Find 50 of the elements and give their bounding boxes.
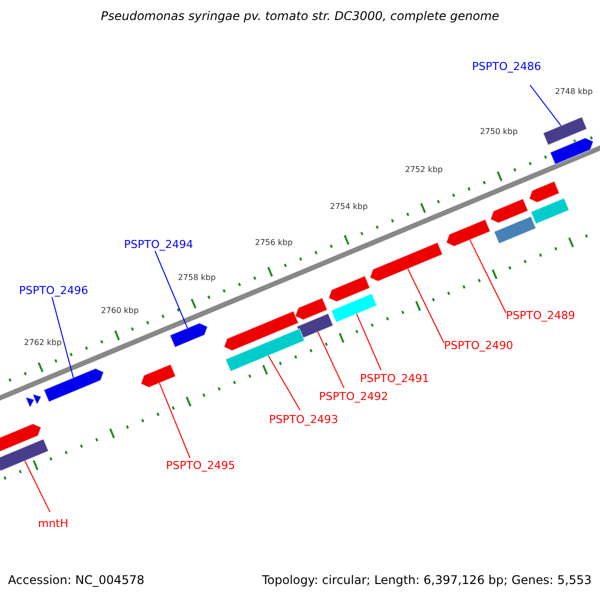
leader-line	[268, 355, 300, 410]
gene-feature	[369, 242, 444, 282]
map-title: Pseudomonas syringae pv. tomato str. DC3000, complete genome	[100, 10, 500, 23]
leader-line	[158, 382, 190, 458]
gene-feature	[0, 438, 50, 472]
gene-feature	[493, 216, 537, 244]
scale-label: 2758 kbp	[178, 272, 216, 284]
gene-feature	[224, 328, 306, 372]
gene-feature	[328, 275, 371, 302]
gene-label: PSPTO_2496	[19, 284, 88, 297]
gene-feature	[43, 368, 104, 403]
leader-line	[154, 250, 188, 328]
gene-label: PSPTO_2491	[360, 372, 430, 385]
gene-label: PSPTO_2494	[124, 238, 194, 251]
gene-feature	[296, 312, 334, 340]
scale-label: 2756 kbp	[255, 237, 293, 249]
gene-feature	[25, 396, 35, 408]
leader-line	[24, 460, 50, 512]
gene-label: PSPTO_2495	[166, 459, 236, 472]
gene-feature	[446, 218, 491, 247]
gene-feature	[542, 116, 588, 146]
gene-feature	[550, 137, 594, 166]
scale-label: 2760 kbp	[101, 305, 139, 317]
leader-line	[52, 296, 74, 378]
gene-label: PSPTO_2489	[506, 309, 576, 322]
scale-label: 2750 kbp	[480, 126, 518, 138]
leader-line	[530, 84, 562, 126]
gene-label: PSPTO_2493	[269, 413, 338, 426]
gene-feature	[0, 423, 42, 454]
scale-label: 2754 kbp	[330, 201, 368, 213]
gene-feature	[490, 198, 529, 224]
gene-label: PSPTO_2490	[444, 339, 514, 352]
scale-label: 2762 kbp	[24, 337, 62, 349]
gene-feature	[294, 297, 328, 320]
gene-label: PSPTO_2486	[472, 60, 542, 73]
gene-label: PSPTO_2492	[319, 390, 388, 403]
accession-label: Accession: NC_004578	[8, 574, 144, 587]
gene-feature	[223, 310, 300, 352]
gene-feature	[528, 180, 560, 203]
gene-feature	[330, 292, 378, 324]
gene-feature	[530, 197, 570, 225]
gene-label: mntH	[38, 517, 68, 530]
genome-info-label: Topology: circular; Length: 6,397,126 bp; Genes: 5,553	[262, 574, 592, 587]
scale-label: 2748 kbp	[555, 86, 593, 98]
gene-feature	[140, 364, 176, 388]
scale-label: 2752 kbp	[405, 164, 443, 176]
gene-feature	[169, 322, 208, 348]
leader-line	[317, 331, 344, 388]
leader-line	[469, 239, 506, 314]
leader-line	[407, 268, 444, 344]
